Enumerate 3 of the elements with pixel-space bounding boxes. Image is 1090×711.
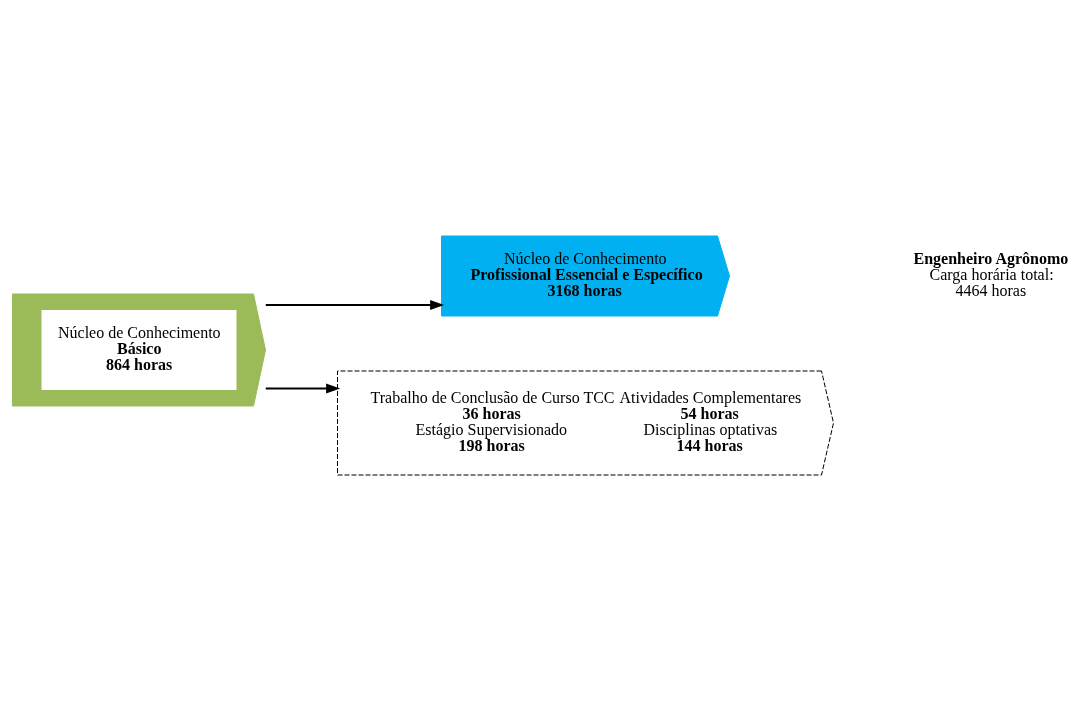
label: Engenheiro Agrônomo <box>913 249 1069 267</box>
arrow <box>264 300 445 310</box>
arrow <box>264 383 341 394</box>
